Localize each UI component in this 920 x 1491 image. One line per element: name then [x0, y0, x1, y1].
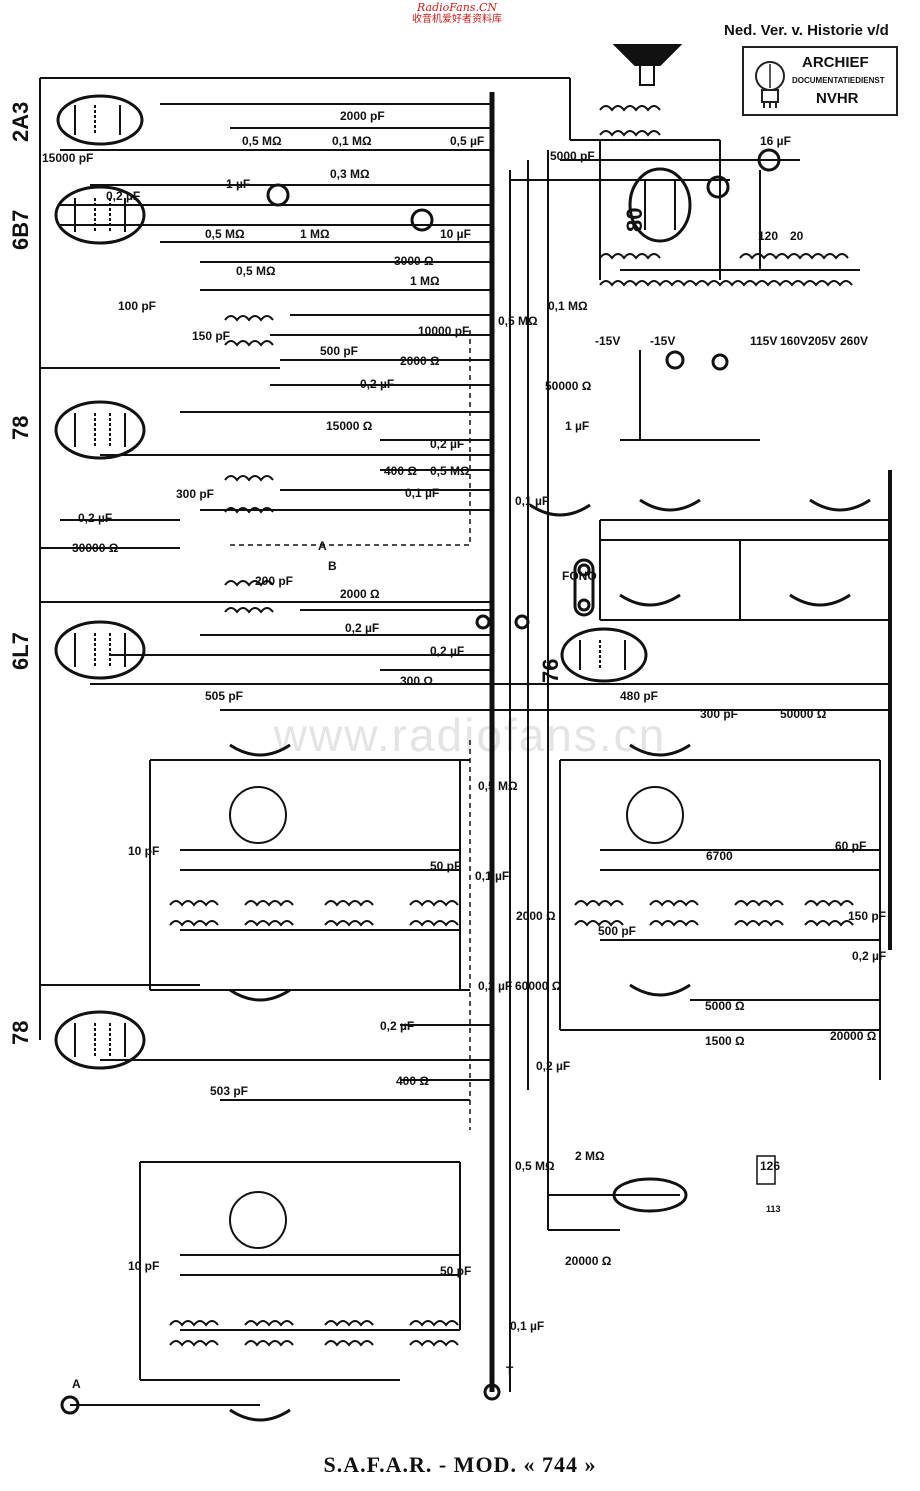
- label-r-60000: 60000 Ω: [515, 979, 562, 993]
- label-c-02uf-g: 0,2 µF: [478, 979, 512, 993]
- label-v-205: 205V: [808, 334, 836, 348]
- label-r-05m-b: 0,5 MΩ: [205, 227, 245, 241]
- label-c-02uf-f: 0,2 µF: [430, 644, 464, 658]
- label-c-300pf-a: 300 pF: [176, 487, 214, 501]
- archive-note: Ned. Ver. v. Historie v/d: [724, 22, 889, 39]
- label-r-30000: 30000 Ω: [72, 541, 119, 555]
- site-watermark-header: RadioFans.CN 收音机爱好者资料库: [372, 2, 542, 26]
- label-c-50pf: 50 pF: [430, 859, 461, 873]
- label-c-503pf: 503 pF: [210, 1084, 248, 1098]
- label-c-16uf: 16 µF: [760, 134, 791, 148]
- label-r-05m-f: 0,5 MΩ: [478, 779, 518, 793]
- label-c-200pf: 200 pF: [255, 574, 293, 588]
- label-r-2000-b: 2000 Ω: [340, 587, 380, 601]
- label-c-10pf: 10 pF: [128, 844, 159, 858]
- label-r-05m-d: 0,5 MΩ: [498, 314, 538, 328]
- label-c-01uf-a: 0,1 µF: [405, 486, 439, 500]
- label-v-20: 20: [790, 229, 804, 243]
- label-c-02uf-c: 0,2 µF: [430, 437, 464, 451]
- label-c-02uf-e: 0,2 µF: [345, 621, 379, 635]
- label-c-500pf-b: 500 pF: [598, 924, 636, 938]
- label-c-02uf-d: 0,2 µF: [78, 511, 112, 525]
- label-r-1m-b: 1 MΩ: [410, 274, 440, 288]
- label-r-3000: 3000 Ω: [394, 254, 434, 268]
- label-c-01uf-b: 0,1 µF: [515, 494, 549, 508]
- site-domain: RadioFans.CN: [417, 1, 497, 14]
- label-c-05uf-top: 0,5 µF: [450, 134, 484, 148]
- label-r-300: 300 Ω: [400, 674, 433, 688]
- label-c-50pf-b: 50 pF: [440, 1264, 471, 1278]
- label-r-400-a: 400 Ω: [384, 464, 417, 478]
- archive-stamp: ARCHIEF DOCUMENTATIEDIENST NVHR: [742, 46, 898, 116]
- label-c-01uf-c: 0,1 µF: [475, 869, 509, 883]
- label-r-20000-a: 20000 Ω: [565, 1254, 612, 1268]
- label-c-60pf: 60 pF: [835, 839, 866, 853]
- label-v-15-b: -15V: [650, 334, 675, 348]
- label-c-10000pf: 10000 pF: [418, 324, 469, 338]
- label-c-01uf-d: 0,1 µF: [510, 1319, 544, 1333]
- label-page-small: 113: [766, 1204, 781, 1214]
- label-r-1500: 1500 Ω: [705, 1034, 745, 1048]
- label-r-05m-e: 0,5 MΩ: [430, 464, 470, 478]
- background-watermark: www.radiofans.cn: [273, 709, 667, 761]
- label-v-115: 115V: [750, 334, 777, 348]
- label-c-100pf: 100 pF: [118, 299, 156, 313]
- label-r-5000: 5000 Ω: [705, 999, 745, 1013]
- label-c-505pf: 505 pF: [205, 689, 243, 703]
- label-ground: T: [506, 1364, 514, 1378]
- label-r-50000-a: 50000 Ω: [545, 379, 592, 393]
- site-tagline: 收音机爱好者资料库: [412, 14, 502, 25]
- stamp-line-3: NVHR: [816, 90, 859, 107]
- label-c-10pf-b: 10 pF: [128, 1259, 159, 1273]
- schematic-title: S.A.F.A.R. - MOD. « 744 »: [323, 1452, 597, 1477]
- label-r-05m-g: 0,5 MΩ: [515, 1159, 555, 1173]
- label-c-10uf: 10 µF: [440, 227, 471, 241]
- label-r-400-b: 400 Ω: [396, 1074, 429, 1088]
- label-v-260: 260V: [840, 334, 868, 348]
- label-r-20000-b: 20000 Ω: [830, 1029, 877, 1043]
- label-c-500pf: 500 pF: [320, 344, 358, 358]
- label-c-300pf-b: 300 pF: [700, 707, 738, 721]
- label-c-2000pf: 2000 pF: [340, 109, 385, 123]
- label-r-03m: 0,3 MΩ: [330, 167, 370, 181]
- stamp-line-2: DOCUMENTATIEDIENST: [792, 76, 885, 85]
- label-fono: FONO: [562, 569, 597, 583]
- archive-logo-icon: [755, 61, 785, 108]
- label-r-05m-c: 0,5 MΩ: [236, 264, 276, 278]
- label-page-code: 126: [760, 1159, 780, 1173]
- label-c-6700: 6700: [706, 849, 733, 863]
- label-switch-a: A: [318, 539, 327, 553]
- label-c-15000pf: 15000 pF: [42, 151, 93, 165]
- label-c-02uf-i: 0,2 µF: [380, 1019, 414, 1033]
- label-r-2000-a: 2000 Ω: [400, 354, 440, 368]
- label-v-160: 160V: [780, 334, 808, 348]
- label-switch-b: B: [328, 559, 337, 573]
- label-c-5000pf: 5000 pF: [550, 149, 595, 163]
- label-r-2m: 2 MΩ: [575, 1149, 605, 1163]
- label-c-1uf: 1 µF: [226, 177, 250, 191]
- label-r-01m-top: 0,1 MΩ: [332, 134, 372, 148]
- label-r-15000: 15000 Ω: [326, 419, 373, 433]
- label-c-480pf: 480 pF: [620, 689, 658, 703]
- label-c-02uf-a: 0,2 µF: [106, 189, 140, 203]
- label-r-1m-a: 1 MΩ: [300, 227, 330, 241]
- label-v-15-a: -15V: [595, 334, 620, 348]
- label-c-150pf: 150 pF: [192, 329, 230, 343]
- label-v-120: 120: [758, 229, 778, 243]
- label-c-150pf-b: 150 pF: [848, 909, 886, 923]
- speaker-icon: [612, 44, 683, 86]
- label-r-05m-top: 0,5 MΩ: [242, 134, 282, 148]
- label-r-01m-b: 0,1 MΩ: [548, 299, 588, 313]
- label-antenna: A: [72, 1377, 81, 1391]
- label-c-02uf-h: 0,2 µF: [536, 1059, 570, 1073]
- stamp-line-1: ARCHIEF: [802, 54, 869, 71]
- label-r-2000-c: 2000 Ω: [516, 909, 556, 923]
- label-c-1uf-b: 1 µF: [565, 419, 589, 433]
- label-c-02uf-j: 0,2 µF: [852, 949, 886, 963]
- label-c-02uf-b: 0,2 µF: [360, 377, 394, 391]
- label-r-50000-b: 50000 Ω: [780, 707, 827, 721]
